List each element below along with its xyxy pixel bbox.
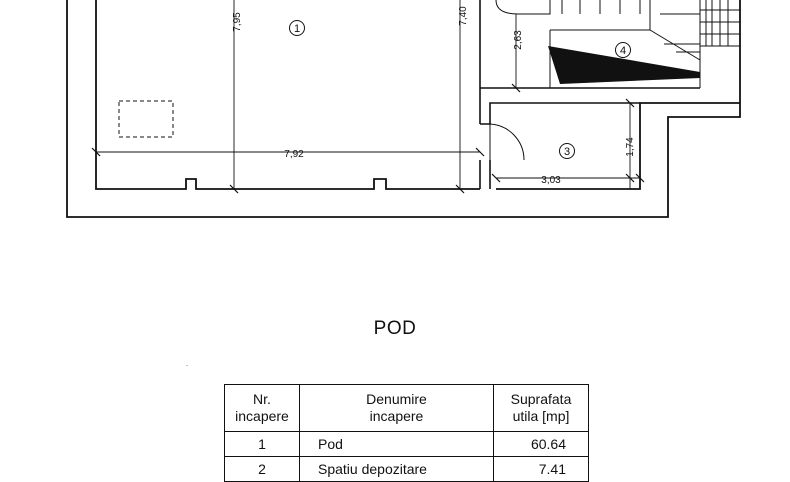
dim-height-room3: 1,74 xyxy=(625,137,636,157)
table-row: 2 Spatiu depozitare 7.41 xyxy=(224,456,589,482)
scan-mark: ˙ xyxy=(186,364,189,374)
dimension-ticks xyxy=(91,83,645,194)
header-nr: Nr. incapere xyxy=(224,384,300,432)
dim-width-room3: 3,03 xyxy=(541,175,561,186)
interior-walls xyxy=(479,0,700,189)
dim-height-room1-right: 7,40 xyxy=(458,6,469,26)
room-number: 4 xyxy=(620,45,626,57)
cell-name: Spatiu depozitare xyxy=(299,456,494,482)
table-row: 1 Pod 60.64 xyxy=(224,431,589,457)
room-number: 1 xyxy=(294,23,300,35)
cell-nr: 2 xyxy=(224,456,300,482)
room-marker-3: 3 xyxy=(559,143,575,159)
header-name: Denumire incapere xyxy=(299,384,494,432)
room-number: 3 xyxy=(564,146,570,158)
rooms-table: Nr. incapere Denumire incapere Suprafata… xyxy=(224,384,589,482)
cell-area: 7.41 xyxy=(493,456,589,482)
header-area: Suprafata utila [mp] xyxy=(493,384,589,432)
dim-height-room1-left: 7,95 xyxy=(232,12,243,32)
dimension-lines xyxy=(96,0,640,189)
room-marker-1: 1 xyxy=(289,20,305,36)
stair-wedge xyxy=(548,46,700,84)
dim-width-room1: 7,92 xyxy=(284,149,304,160)
roof-hatch xyxy=(118,100,174,138)
door-swing xyxy=(489,123,525,161)
room-marker-4: 4 xyxy=(615,42,631,58)
cell-name: Pod xyxy=(299,431,494,457)
outer-wall xyxy=(66,0,741,218)
cell-nr: 1 xyxy=(224,431,300,457)
cell-area: 60.64 xyxy=(493,431,589,457)
dim-height-stair: 2,63 xyxy=(513,30,524,50)
staircase xyxy=(495,0,740,88)
plan-title: POD xyxy=(373,318,417,339)
floor-plan: 7,95 7,40 7,92 2,63 1,74 3,03 1 3 4 xyxy=(66,0,741,218)
table-header-row: Nr. incapere Denumire incapere Suprafata… xyxy=(224,384,589,432)
